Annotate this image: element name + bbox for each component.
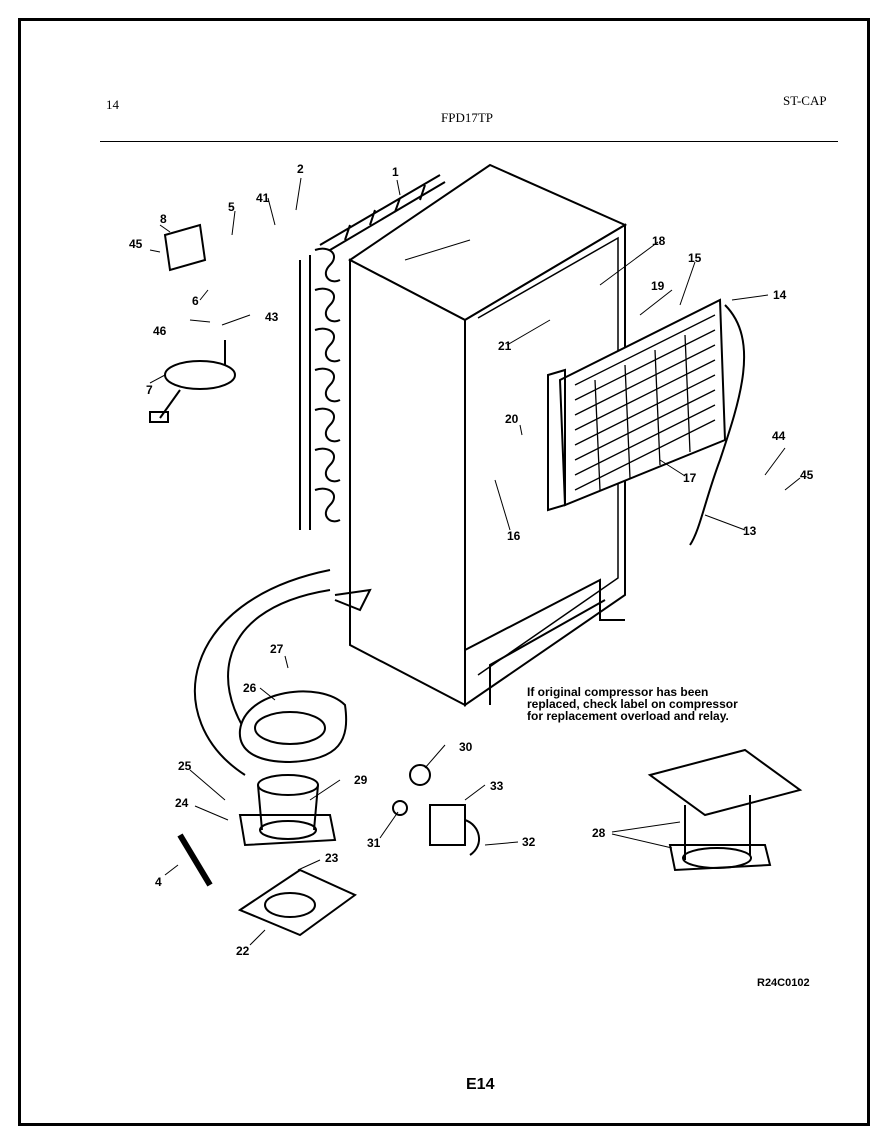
callout-24: 24 [175, 796, 189, 810]
callout-25: 25 [178, 759, 192, 773]
callout-13: 13 [743, 524, 757, 538]
compressor [238, 774, 337, 847]
section-code: ST-CAP [783, 93, 827, 108]
callout-23: 23 [325, 851, 339, 865]
callout-8: 8 [160, 212, 167, 226]
callout-6: 6 [192, 294, 199, 308]
footer-page-number: E14 [466, 1076, 495, 1093]
direction-arrow [334, 588, 372, 612]
callout-22: 22 [236, 944, 250, 958]
evaporator [547, 298, 727, 512]
callout-7: 7 [146, 383, 153, 397]
bracket [163, 223, 207, 272]
leader-lines [149, 177, 801, 946]
replacement-compressor [647, 748, 803, 872]
callout-33: 33 [490, 779, 504, 793]
callout-17: 17 [683, 471, 697, 485]
callout-30: 30 [459, 740, 473, 754]
power-cord [149, 340, 236, 423]
callout-2: 2 [297, 162, 304, 176]
callout-28: 28 [592, 826, 606, 840]
callout-45-left: 45 [129, 237, 143, 251]
callout-29: 29 [354, 773, 368, 787]
filter-drier [177, 833, 213, 887]
compressor-note: If original compressor has been replaced… [527, 685, 738, 723]
callout-4: 4 [155, 875, 162, 889]
callout-26: 26 [243, 681, 257, 695]
callout-46: 46 [153, 324, 167, 338]
page-number: 14 [106, 97, 119, 112]
callout-44: 44 [772, 429, 786, 443]
callout-45-right: 45 [800, 468, 814, 482]
callout-18: 18 [652, 234, 666, 248]
drain-pan [238, 690, 348, 764]
callout-21: 21 [498, 339, 512, 353]
relay-overload [392, 764, 480, 856]
model-number: FPD17TP [441, 110, 494, 125]
callout-20: 20 [505, 412, 519, 426]
callout-43: 43 [265, 310, 279, 324]
callout-31: 31 [367, 836, 381, 850]
callout-32: 32 [522, 835, 536, 849]
callout-27: 27 [270, 642, 284, 656]
diagram-code: R24C0102 [757, 977, 810, 989]
callout-1: 1 [392, 165, 399, 179]
callout-14: 14 [773, 288, 787, 302]
callout-15: 15 [688, 251, 702, 265]
callout-41: 41 [256, 191, 270, 205]
callout-19: 19 [651, 279, 665, 293]
callout-16: 16 [507, 529, 521, 543]
capillary-tube [689, 304, 746, 546]
header-rule [100, 141, 838, 142]
compressor-mount [237, 868, 357, 937]
refrigerator-cabinet [348, 163, 628, 707]
condenser-coil [299, 174, 446, 530]
page-frame [18, 18, 870, 1126]
callout-5: 5 [228, 200, 235, 214]
